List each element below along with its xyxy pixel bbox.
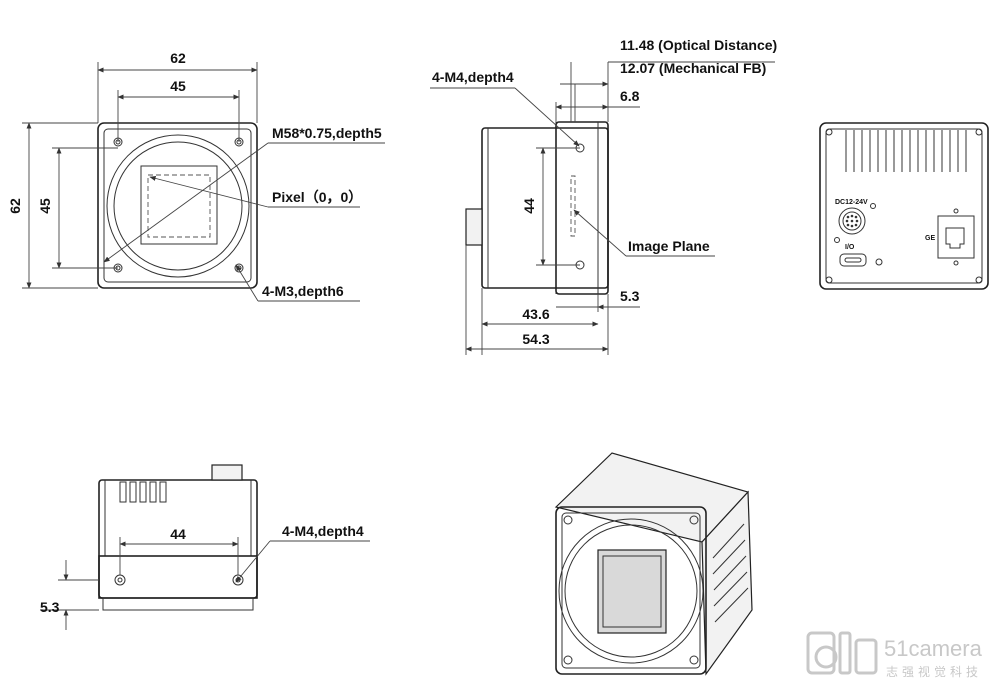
side-body-outline	[481, 127, 609, 289]
iso-sensor-window	[597, 549, 667, 634]
ge-label: GE	[925, 235, 935, 242]
rear-body-outline	[819, 122, 989, 290]
watermark-tagline: 志强视觉科技	[886, 664, 982, 679]
front-body-inner-outline	[103, 128, 252, 283]
side-connector	[465, 208, 483, 246]
image-plane-marker	[570, 175, 576, 237]
bottom-view: 44 4-M4,depth4 5.3	[40, 464, 370, 630]
bottom-cooling-fins	[119, 481, 167, 503]
iso-side-fins	[712, 523, 749, 623]
callout-mount: M58*0.75,depth5	[272, 125, 382, 141]
front-view: 62 45 62 45 M58*0.75,depth5 Pixel（0，0） 4…	[7, 50, 385, 302]
io-label: I/O	[845, 244, 855, 251]
callout-side-holes: 4-M4,depth4	[432, 69, 514, 85]
io-connector	[839, 253, 867, 267]
bottom-connector	[211, 464, 243, 481]
dim-flange: 6.8	[620, 88, 640, 104]
power-connector	[838, 207, 866, 235]
power-label: DC12-24V	[835, 199, 868, 206]
callout-image-plane: Image Plane	[628, 238, 710, 254]
dim-width-outer: 62	[170, 50, 186, 66]
callout-bottom-holes: 4-M4,depth4	[282, 523, 364, 539]
dim-side-5-3: 5.3	[620, 288, 640, 304]
dim-bottom-44: 44	[170, 526, 186, 542]
bottom-front-flange	[98, 555, 258, 599]
sensor-active-area	[147, 174, 211, 238]
dim-bottom-5-3: 5.3	[40, 599, 60, 615]
dim-side-43-6: 43.6	[522, 306, 549, 322]
lens-mount-circle-inner	[113, 141, 243, 271]
bottom-hole-left	[114, 574, 126, 586]
dim-side-54-3: 54.3	[522, 331, 549, 347]
iso-side-face	[701, 490, 753, 676]
isometric-view	[554, 452, 753, 676]
rear-view: DC12-24V I/O GE	[819, 122, 989, 290]
mechanical-fb-label: 12.07 (Mechanical FB)	[620, 60, 766, 76]
watermark-brand: 51camera	[884, 636, 983, 661]
ge-port	[937, 215, 975, 259]
rear-cooling-fins	[845, 130, 967, 172]
callout-front-holes: 4-M3,depth6	[262, 283, 344, 299]
power-connector-pins	[845, 214, 859, 228]
front-body-outline	[97, 122, 258, 289]
sensor-window	[140, 165, 218, 245]
callout-pixel: Pixel（0，0）	[272, 189, 362, 205]
dim-height-outer: 62	[7, 198, 23, 214]
watermark: 51camera 志强视觉科技	[806, 631, 983, 679]
dim-side-height: 44	[521, 198, 537, 214]
iso-lens-mount	[558, 518, 704, 664]
side-front-flange	[555, 121, 609, 295]
iso-front-face	[555, 506, 707, 675]
side-view: 4-M4,depth4 11.48 (Optical Distance) 12.…	[430, 37, 777, 355]
optical-distance-label: 11.48 (Optical Distance)	[620, 37, 777, 53]
lens-mount-circle	[106, 134, 250, 278]
dim-width-inner: 45	[170, 78, 186, 94]
watermark-logo-icon	[806, 631, 878, 675]
dim-height-inner: 45	[37, 198, 53, 214]
